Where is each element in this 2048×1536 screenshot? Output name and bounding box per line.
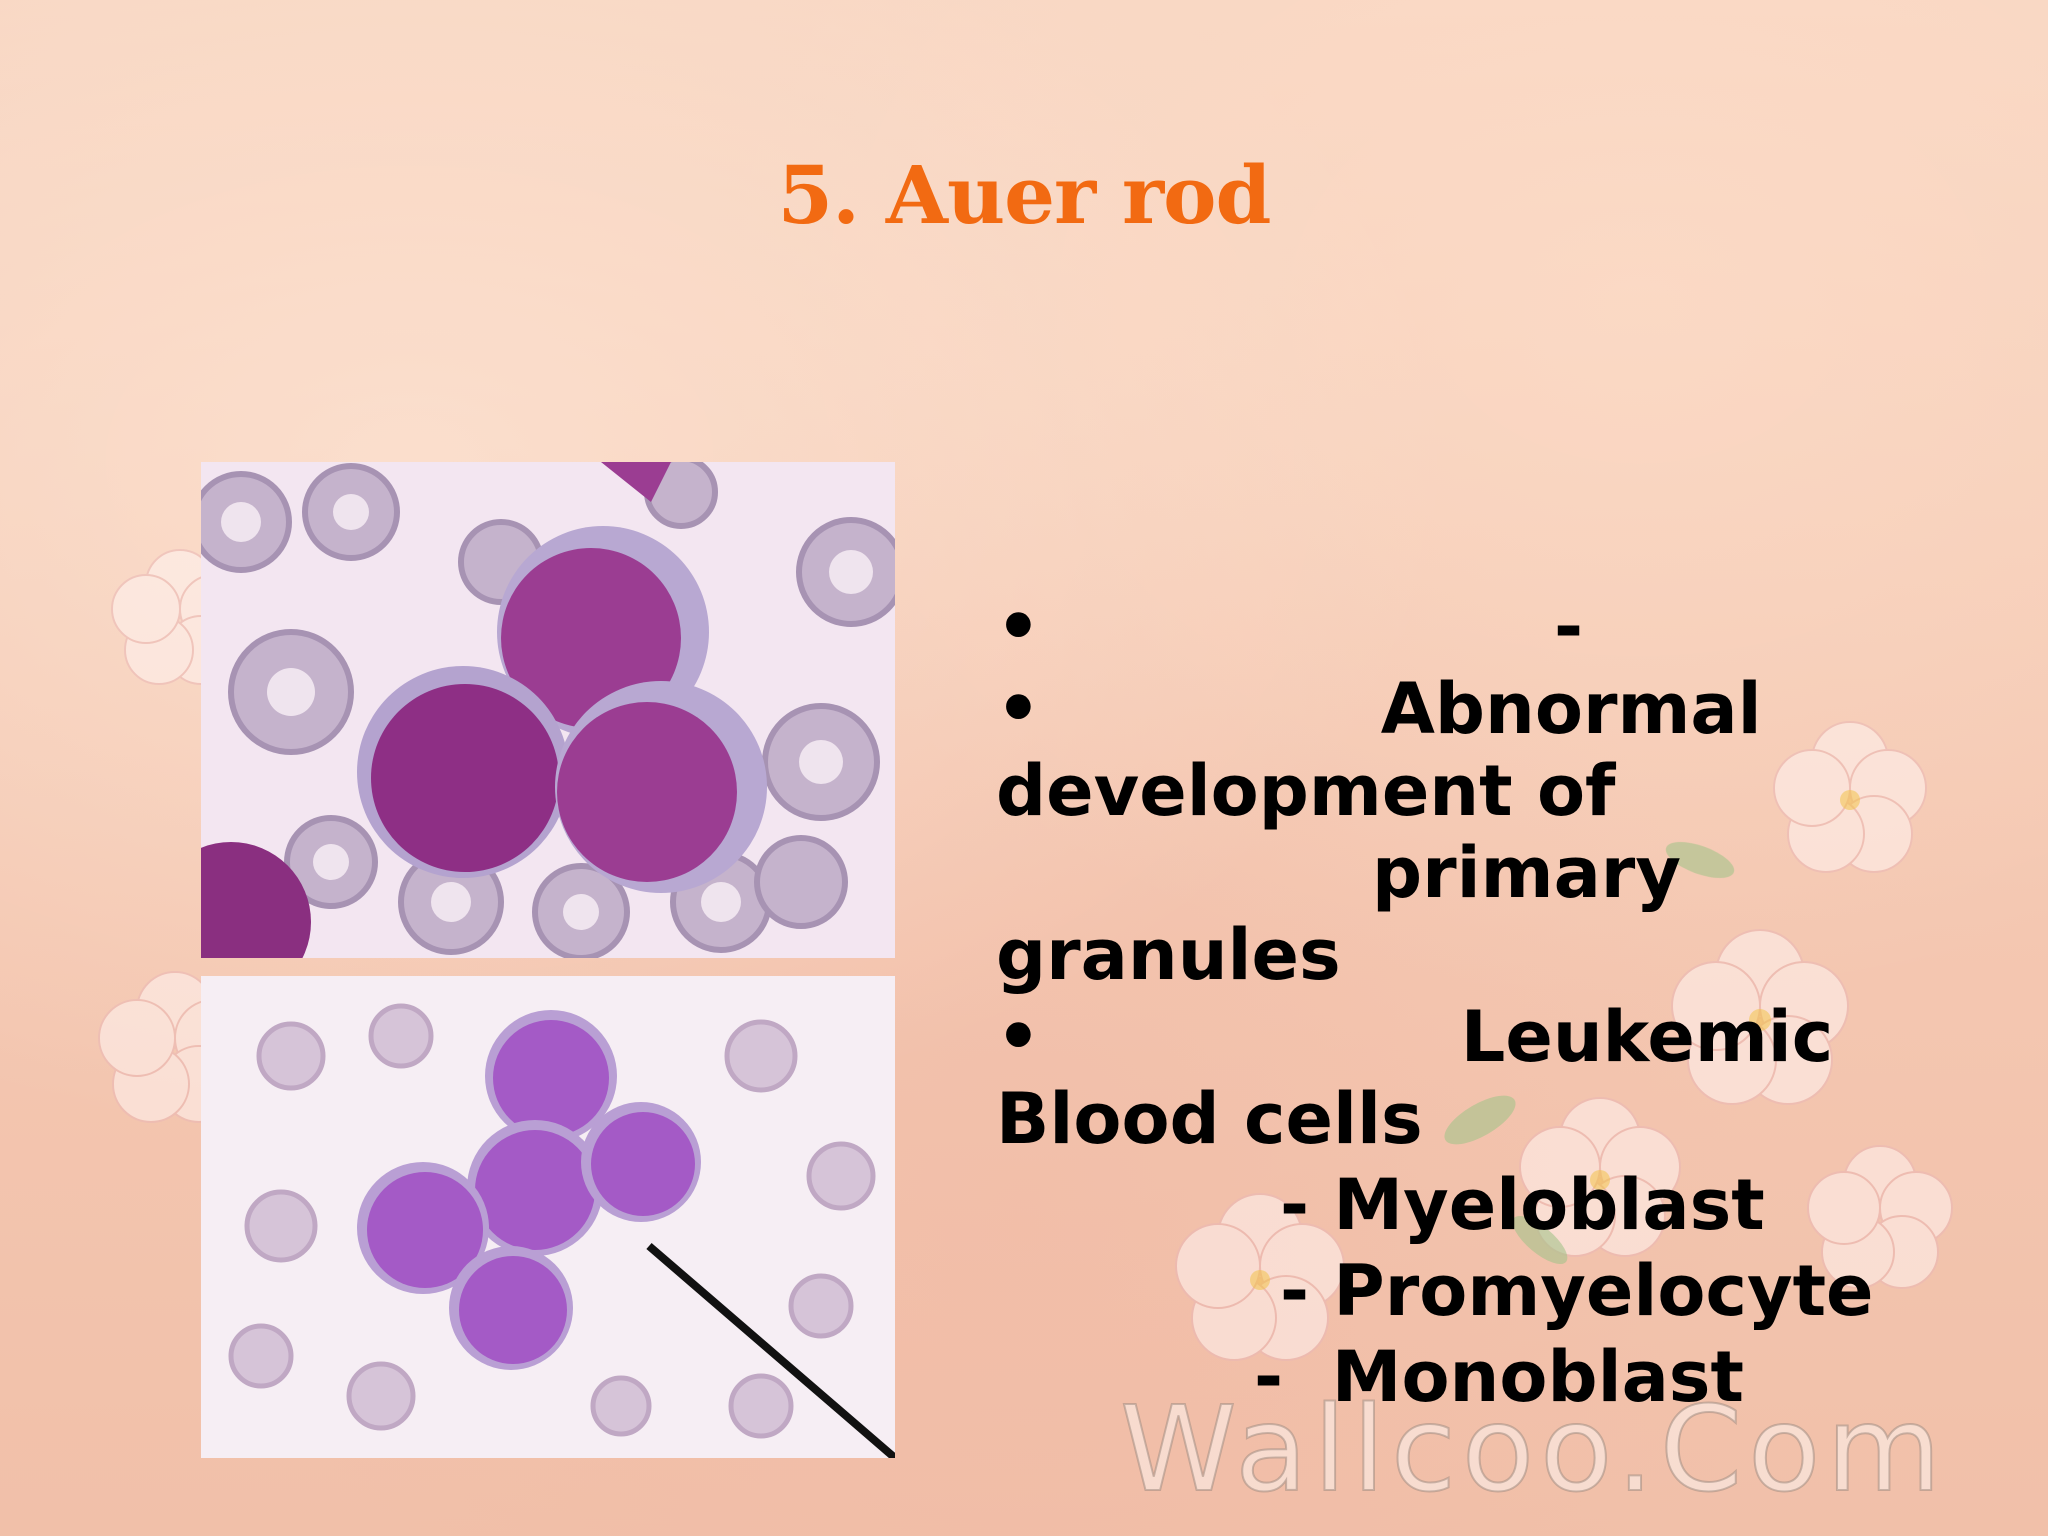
watermark: Wallcoo.Com — [1119, 1379, 1948, 1519]
bullet-list: • - • Abnormal development of primary gra… — [996, 586, 1996, 1418]
sub-item-myeloblast: - Myeloblast — [1280, 1164, 1765, 1246]
pointer-arrow-icon — [646, 1242, 895, 1458]
bullet-text: Leukemic — [1460, 996, 1834, 1078]
sub-item-monoblast: - Monoblast — [1254, 1336, 1744, 1418]
slide-title: 5. Auer rod — [777, 148, 1272, 242]
micrograph-top-image — [201, 462, 895, 958]
bullet-marker: • — [996, 668, 1041, 750]
bullet-dash: - — [1554, 586, 1584, 668]
bullet-item-1: • - — [996, 586, 1996, 668]
bullet-item-2: • Abnormal — [996, 668, 1996, 750]
bullet-marker: • — [996, 586, 1041, 668]
bullet-text: Abnormal — [1380, 668, 1762, 750]
micrograph-bottom-image — [201, 976, 895, 1458]
bullet-text-line: development of — [996, 750, 1616, 832]
sub-item-promyelocyte: - Promyelocyte — [1280, 1250, 1874, 1332]
bullet-text-line: granules — [996, 914, 1341, 996]
bullet-text-line: Blood cells — [996, 1078, 1423, 1160]
bullet-marker: • — [996, 996, 1041, 1078]
bullet-item-3: • Leukemic — [996, 996, 1996, 1078]
bullet-text-line: primary — [1372, 832, 1681, 914]
